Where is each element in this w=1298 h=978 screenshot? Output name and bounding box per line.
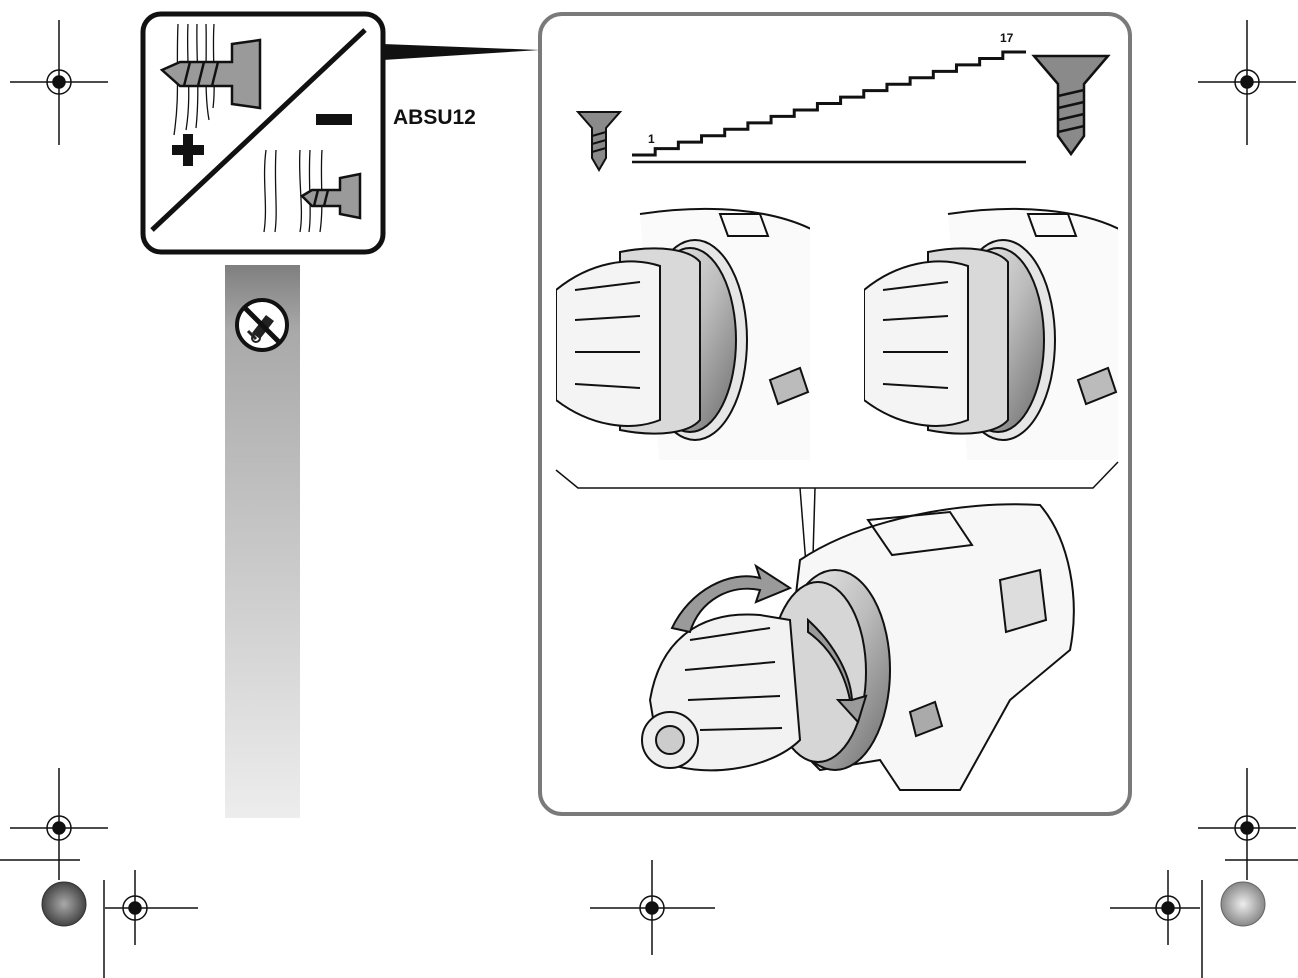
drill-chuck-rotation-view (641, 503, 1075, 791)
torque-step-scale: 1 17 (632, 31, 1026, 164)
small-screw-icon (575, 111, 623, 172)
registration-marks (0, 20, 1298, 978)
rotate-counterclockwise-arrow-icon (670, 563, 793, 634)
reg-mark-bottom-right-2 (1110, 870, 1203, 978)
screw-depth-detail-box (140, 11, 386, 255)
clutch-ring-view-right (864, 207, 1118, 460)
reg-mark-bottom-left (0, 768, 108, 880)
rotate-clockwise-arrow-icon (807, 617, 868, 724)
color-target-light (1220, 881, 1266, 927)
callout-pointer (383, 44, 540, 60)
reg-mark-bottom-left-2 (103, 870, 198, 978)
reg-mark-bottom-center (590, 860, 715, 955)
screw-countersunk-icon (299, 172, 362, 220)
screw-protruding-icon (159, 38, 262, 110)
reg-mark-top-right (1198, 20, 1296, 145)
torque-staircase (632, 50, 1026, 157)
clutch-ring-view-left (556, 207, 810, 460)
color-target-dark (41, 881, 87, 927)
reg-mark-top-left (10, 20, 108, 145)
side-strip (225, 265, 300, 818)
no-drilling-symbol-icon (235, 298, 289, 352)
large-screw-icon (1031, 54, 1111, 157)
minus-symbol-icon (316, 114, 352, 125)
scale-max-label: 17 (1000, 31, 1014, 45)
model-label: ABSU12 (393, 106, 476, 129)
scale-min-label: 1 (648, 132, 655, 146)
plus-symbol-icon (172, 134, 204, 166)
reg-mark-bottom-right (1198, 768, 1298, 880)
